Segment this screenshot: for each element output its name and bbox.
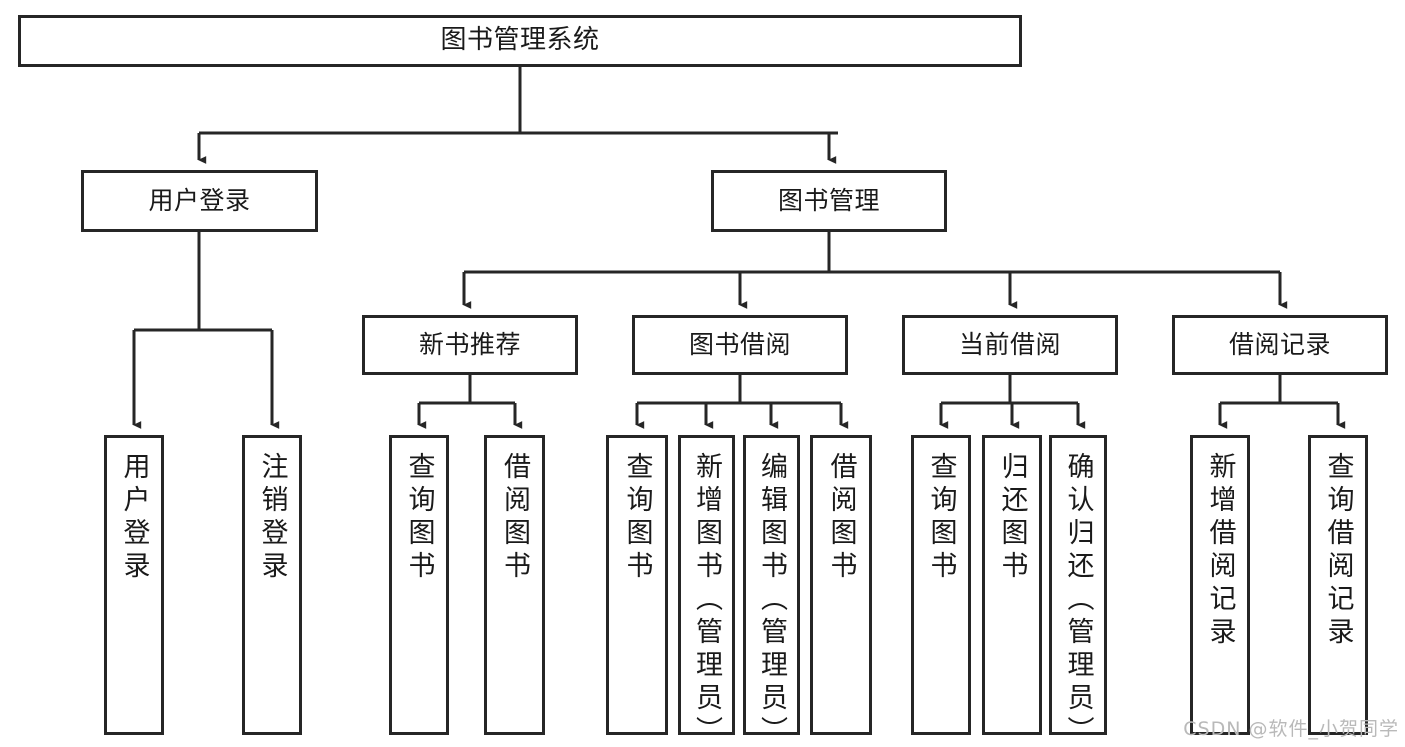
- leaf-return-book-label: 归还图书: [996, 452, 1028, 584]
- leaf-confirm-return-admin-label: 确认归还（管理员）: [1062, 452, 1094, 747]
- node-book-borrow[interactable]: 图书借阅: [632, 315, 848, 375]
- node-root[interactable]: 图书管理系统: [18, 15, 1022, 67]
- node-root-label: 图书管理系统: [440, 25, 600, 56]
- leaf-logout[interactable]: 注销登录: [242, 435, 302, 735]
- leaf-edit-book-admin-label: 编辑图书（管理员）: [756, 452, 787, 747]
- node-new-book-recommend-label: 新书推荐: [418, 329, 521, 359]
- node-user-login[interactable]: 用户登录: [81, 170, 318, 232]
- leaf-edit-book-admin[interactable]: 编辑图书（管理员）: [743, 435, 800, 747]
- leaf-borrow-book-label: 借阅图书: [825, 452, 857, 584]
- node-book-management-label: 图书管理: [777, 185, 880, 215]
- leaf-query-book-current-label: 查询图书: [925, 452, 957, 584]
- node-borrow-record-label: 借阅记录: [1228, 329, 1331, 359]
- leaf-add-book-admin-label: 新增图书（管理员）: [691, 452, 722, 747]
- node-book-borrow-label: 图书借阅: [688, 329, 791, 359]
- leaf-add-book-admin[interactable]: 新增图书（管理员）: [678, 435, 735, 747]
- leaf-add-borrow-record[interactable]: 新增借阅记录: [1190, 435, 1250, 735]
- node-borrow-record[interactable]: 借阅记录: [1172, 315, 1388, 375]
- leaf-return-book[interactable]: 归还图书: [982, 435, 1042, 735]
- leaf-query-book-recommend-label: 查询图书: [403, 452, 435, 584]
- node-current-borrow[interactable]: 当前借阅: [902, 315, 1118, 375]
- leaf-user-login-label: 用户登录: [118, 452, 150, 584]
- leaf-query-borrow-record[interactable]: 查询借阅记录: [1308, 435, 1368, 735]
- leaf-add-borrow-record-label: 新增借阅记录: [1204, 452, 1236, 650]
- leaf-borrow-book[interactable]: 借阅图书: [810, 435, 872, 735]
- csdn-watermark: CSDN @软件_小贺同学: [1183, 718, 1399, 740]
- leaf-query-book-recommend[interactable]: 查询图书: [389, 435, 449, 735]
- leaf-borrow-book-recommend[interactable]: 借阅图书: [484, 435, 545, 735]
- leaf-query-book-current[interactable]: 查询图书: [911, 435, 971, 735]
- node-current-borrow-label: 当前借阅: [958, 329, 1061, 359]
- leaf-borrow-book-recommend-label: 借阅图书: [499, 452, 530, 584]
- node-user-login-label: 用户登录: [148, 185, 251, 215]
- leaf-query-book-borrow[interactable]: 查询图书: [606, 435, 668, 735]
- leaf-query-borrow-record-label: 查询借阅记录: [1322, 452, 1354, 650]
- leaf-confirm-return-admin[interactable]: 确认归还（管理员）: [1049, 435, 1107, 747]
- node-new-book-recommend[interactable]: 新书推荐: [362, 315, 578, 375]
- leaf-query-book-borrow-label: 查询图书: [621, 452, 653, 584]
- node-book-management[interactable]: 图书管理: [711, 170, 947, 232]
- leaf-user-login[interactable]: 用户登录: [104, 435, 164, 735]
- leaf-logout-label: 注销登录: [256, 452, 288, 584]
